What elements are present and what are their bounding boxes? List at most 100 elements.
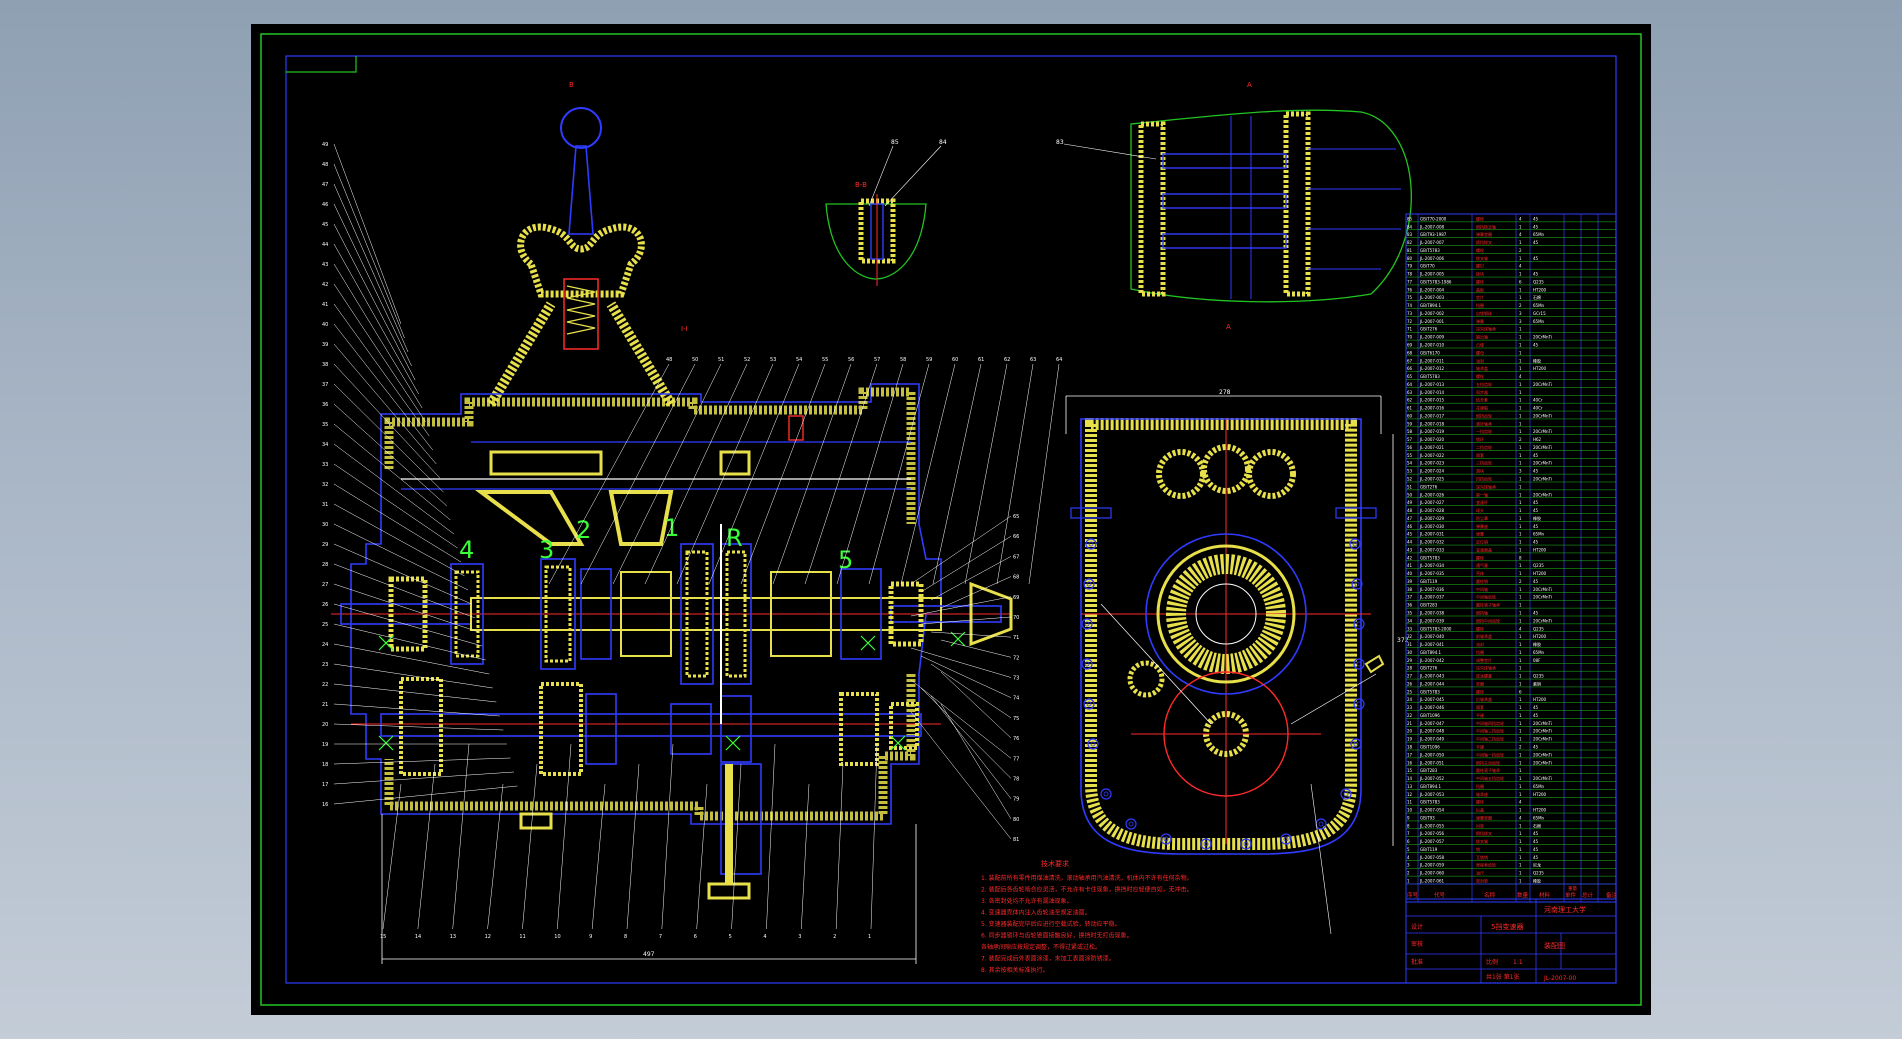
parts-cell: 1	[1519, 477, 1522, 482]
parts-cell: 隔套	[1476, 704, 1484, 710]
parts-cell: 52	[1407, 477, 1413, 482]
note-line: 3. 各密封处均不允许有漏油现象。	[981, 897, 1073, 905]
parts-cell: 16	[1407, 760, 1413, 765]
leaders-left: 4948474645444342414039383736353433323130…	[322, 142, 518, 808]
parts-cell: 35	[1407, 611, 1413, 616]
leader-line	[333, 203, 412, 367]
leader-number: 24	[322, 642, 328, 648]
parts-cell: 拨叉轴	[1476, 255, 1488, 261]
parts-cell: 1	[1519, 831, 1522, 836]
leader-line	[930, 695, 1012, 799]
leader-number: 25	[322, 622, 328, 628]
parts-cell: JL-2007-014	[1419, 390, 1444, 395]
counter-gear-1	[670, 703, 712, 755]
leader-line	[333, 583, 479, 633]
side-top-flange-r	[1335, 507, 1377, 519]
parts-cell: JL-2007-059	[1419, 863, 1444, 868]
leader-line	[772, 363, 852, 585]
parts-cell: JL-2007-020	[1419, 437, 1444, 442]
parts-cell: 橡胶	[1533, 357, 1541, 363]
parts-cell: JL-2007-040	[1419, 634, 1444, 639]
leader-line	[333, 723, 504, 731]
leader-number: 3	[798, 934, 801, 940]
parts-cell: JL-2007-060	[1419, 871, 1444, 876]
parts-cell: 凸缘	[1476, 342, 1484, 348]
leader-number: 62	[1004, 357, 1010, 363]
synchro-2	[770, 571, 832, 657]
parts-cell: JL-2007-023	[1419, 461, 1444, 466]
parts-header-cell: 备注	[1606, 891, 1618, 899]
parts-cell: 4	[1519, 232, 1522, 237]
parts-cell: 中间轴	[1476, 586, 1488, 592]
bolt-hole-inner	[1088, 541, 1094, 547]
parts-cell: JL-2007-042	[1419, 658, 1444, 663]
parts-cell: 石棉	[1533, 822, 1541, 828]
parts-cell: JL-2007-017	[1419, 413, 1444, 418]
leader-line	[910, 679, 1012, 759]
parts-cell: JL-2007-019	[1419, 429, 1444, 434]
title-sheet: 共1张 第1张	[1486, 973, 1520, 981]
parts-cell: 1	[1519, 287, 1522, 292]
bolt-hole-inner	[1283, 836, 1289, 842]
bolt-hole-inner	[1128, 821, 1134, 827]
leader-number: 67	[1013, 554, 1019, 560]
parts-cell: JL-2007-022	[1419, 453, 1444, 458]
parts-cell: HT200	[1533, 287, 1547, 292]
parts-cell: JL-2007-044	[1419, 681, 1444, 686]
parts-cell: 1	[1519, 768, 1522, 773]
parts-cell: 8	[1519, 555, 1522, 560]
leader-line	[522, 763, 538, 930]
leader-number: 9	[589, 934, 592, 940]
parts-cell: 2	[1519, 303, 1522, 308]
parts-cell: 后轴承盖	[1476, 696, 1492, 702]
leader-number: 14	[415, 934, 421, 940]
parts-cell: 1	[1519, 571, 1522, 576]
leader-line	[644, 363, 748, 585]
parts-cell: 18	[1407, 745, 1413, 750]
parts-cell: GB/T894.1	[1420, 303, 1442, 308]
parts-cell: 隔套	[1476, 452, 1484, 458]
parts-cell: 8	[1407, 823, 1410, 828]
leader-line	[708, 363, 800, 585]
leader-line	[920, 655, 1012, 698]
leader-line	[333, 757, 511, 765]
parts-header-cell: 单件	[1565, 891, 1577, 899]
parts-cell: 螺栓	[1476, 625, 1484, 631]
parts-cell: GCr15	[1533, 311, 1546, 316]
leader-number: 35	[322, 422, 328, 428]
parts-cell: 45	[1533, 343, 1539, 348]
parts-cell: 82	[1407, 240, 1413, 245]
parts-cell: 45	[1533, 540, 1539, 545]
parts-cell: 圆柱滚子轴承	[1476, 767, 1500, 773]
leader-number: 53	[770, 357, 776, 363]
parts-cell: 1	[1519, 272, 1522, 277]
leader-number: 69	[1013, 595, 1019, 601]
leader-line	[333, 383, 444, 493]
title-approver: 批准	[1411, 958, 1423, 966]
parts-cell: JL-2007-039	[1419, 618, 1444, 623]
parts-cell: 衬垫	[1476, 822, 1484, 828]
parts-cell: 14	[1407, 776, 1413, 781]
parts-cell: 弹簧	[1476, 318, 1484, 324]
parts-cell: H62	[1533, 437, 1542, 442]
bolt-hole-inner	[1084, 621, 1090, 627]
parts-cell: 45	[1533, 508, 1539, 513]
countershaft-gears	[399, 677, 919, 776]
leader-number: 44	[322, 242, 328, 248]
leader-line	[920, 535, 1012, 593]
parts-cell: 结合套	[1476, 397, 1488, 403]
leader-line	[910, 647, 1012, 678]
leader-line	[333, 503, 465, 577]
leader-number: 41	[322, 302, 328, 308]
leader-line	[333, 663, 493, 689]
parts-cell: 62	[1407, 398, 1413, 403]
leader-line	[333, 223, 416, 381]
leader-line	[920, 687, 1012, 779]
parts-cell: 11	[1407, 800, 1413, 805]
leader-line	[626, 763, 640, 930]
bolt-hole	[1125, 818, 1137, 830]
parts-cell: 45	[1533, 611, 1539, 616]
parts-cell: JL-2007-055	[1419, 823, 1444, 828]
leader-number: 74	[1013, 696, 1019, 702]
